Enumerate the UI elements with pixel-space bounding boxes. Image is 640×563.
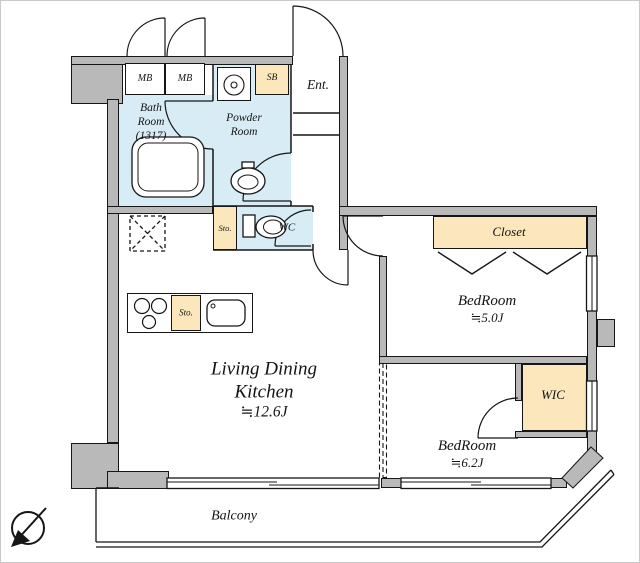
- bedroom2-name: BedRoom: [437, 437, 497, 454]
- mb2-label: MB: [177, 72, 193, 84]
- wic-label: WIC: [541, 387, 565, 403]
- closet-label: Closet: [492, 224, 526, 240]
- bedroom1-door-arc: [342, 215, 384, 257]
- wall-segment: [107, 99, 119, 443]
- balcony-railing: [95, 469, 615, 548]
- bedroom2-label: BedRoom ≒6.2J: [438, 437, 496, 471]
- bedroom1-name: BedRoom: [457, 292, 517, 309]
- wall-segment: [339, 56, 348, 250]
- sink-icon: [230, 161, 266, 195]
- closet-folding-doors-icon: [437, 251, 582, 275]
- wall-segment-diagonal: [561, 446, 604, 489]
- hall-door-arc: [312, 249, 349, 286]
- bathtub-icon: [131, 136, 205, 198]
- mb1-label: MB: [137, 72, 153, 84]
- wall-segment: [339, 206, 597, 216]
- wall-segment: [515, 431, 587, 438]
- wall-segment: [515, 363, 522, 401]
- meter-box-2: [165, 63, 205, 95]
- wc-label: WC: [278, 221, 296, 234]
- stove-icon: [133, 297, 168, 330]
- windows: [166, 255, 598, 490]
- wall-segment: [107, 206, 213, 214]
- bedroom2-size: ≒6.2J: [450, 455, 484, 471]
- door-arcs: [126, 5, 519, 439]
- powder-room-label-line2: Room: [230, 126, 258, 138]
- bathroom-label: Bath Room (1317): [136, 101, 167, 143]
- hall-sto-label: Sto.: [218, 222, 232, 233]
- mb1-door-arc: [126, 17, 166, 57]
- sb-label: SB: [266, 73, 278, 84]
- bedroom1-size: ≒5.0J: [470, 310, 504, 326]
- pipe-space-icon: [129, 215, 166, 252]
- mb2-door-arc: [166, 17, 206, 57]
- wic-door-arc: [477, 397, 519, 439]
- meter-box-1: [125, 63, 165, 95]
- bathroom-label-line3: (1317): [135, 130, 167, 143]
- bathroom-label-line2: Room: [137, 115, 165, 128]
- ldk-label: Living Dining Kitchen ≒12.6J: [211, 357, 317, 422]
- storage-wic: [522, 364, 587, 431]
- bathroom-label-line1: Bath: [140, 101, 162, 114]
- ldk-label-line2: Kitchen: [234, 381, 294, 403]
- wc-door-arc: [274, 209, 312, 247]
- storage-kitchen-sto: [171, 295, 201, 331]
- powder-room-label-line1: Powder: [226, 111, 262, 124]
- sliding-partition: [378, 362, 388, 479]
- entrance-label: Ent.: [306, 76, 330, 92]
- wall-segment: [379, 356, 587, 364]
- powder-room-label: Powder Room: [226, 111, 262, 139]
- storage-closet: [433, 216, 587, 249]
- balcony-label: Balcony: [211, 508, 257, 524]
- compass-icon: [11, 507, 47, 547]
- bedroom1-label: BedRoom ≒5.0J: [458, 292, 516, 326]
- ldk-label-line1: Living Dining: [210, 358, 318, 380]
- washing-machine-icon: [223, 74, 245, 96]
- ldk-size: ≒12.6J: [240, 403, 288, 421]
- interior-wall-lines: [96, 65, 339, 489]
- wall-segment-pipe-shaft: [597, 319, 615, 347]
- entrance-door-arc: [292, 5, 344, 57]
- kitchen-sto-label: Sto.: [179, 307, 193, 318]
- kitchen-sink-icon: [206, 299, 246, 327]
- toilet-icon: [242, 214, 287, 239]
